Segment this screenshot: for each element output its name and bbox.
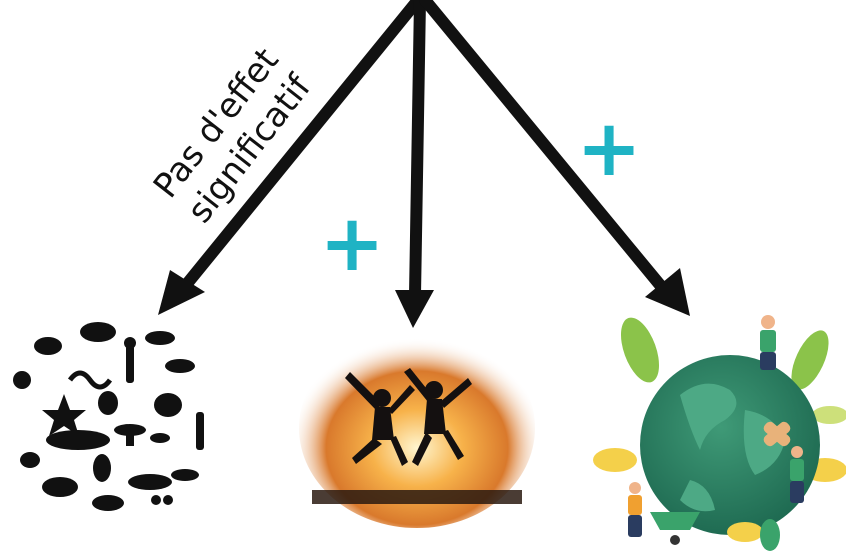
plus-middle: +: [319, 199, 384, 289]
jumping-people-sunset-icon: [299, 328, 535, 528]
arrow-right: [425, 0, 690, 316]
no-effect-label: Pas d'effet significatif: [146, 41, 320, 232]
plus-right: +: [576, 104, 641, 194]
green-earth-people-icon: [593, 313, 846, 551]
arrow-middle: [395, 0, 434, 328]
animal-silhouettes-icon: [13, 320, 215, 520]
